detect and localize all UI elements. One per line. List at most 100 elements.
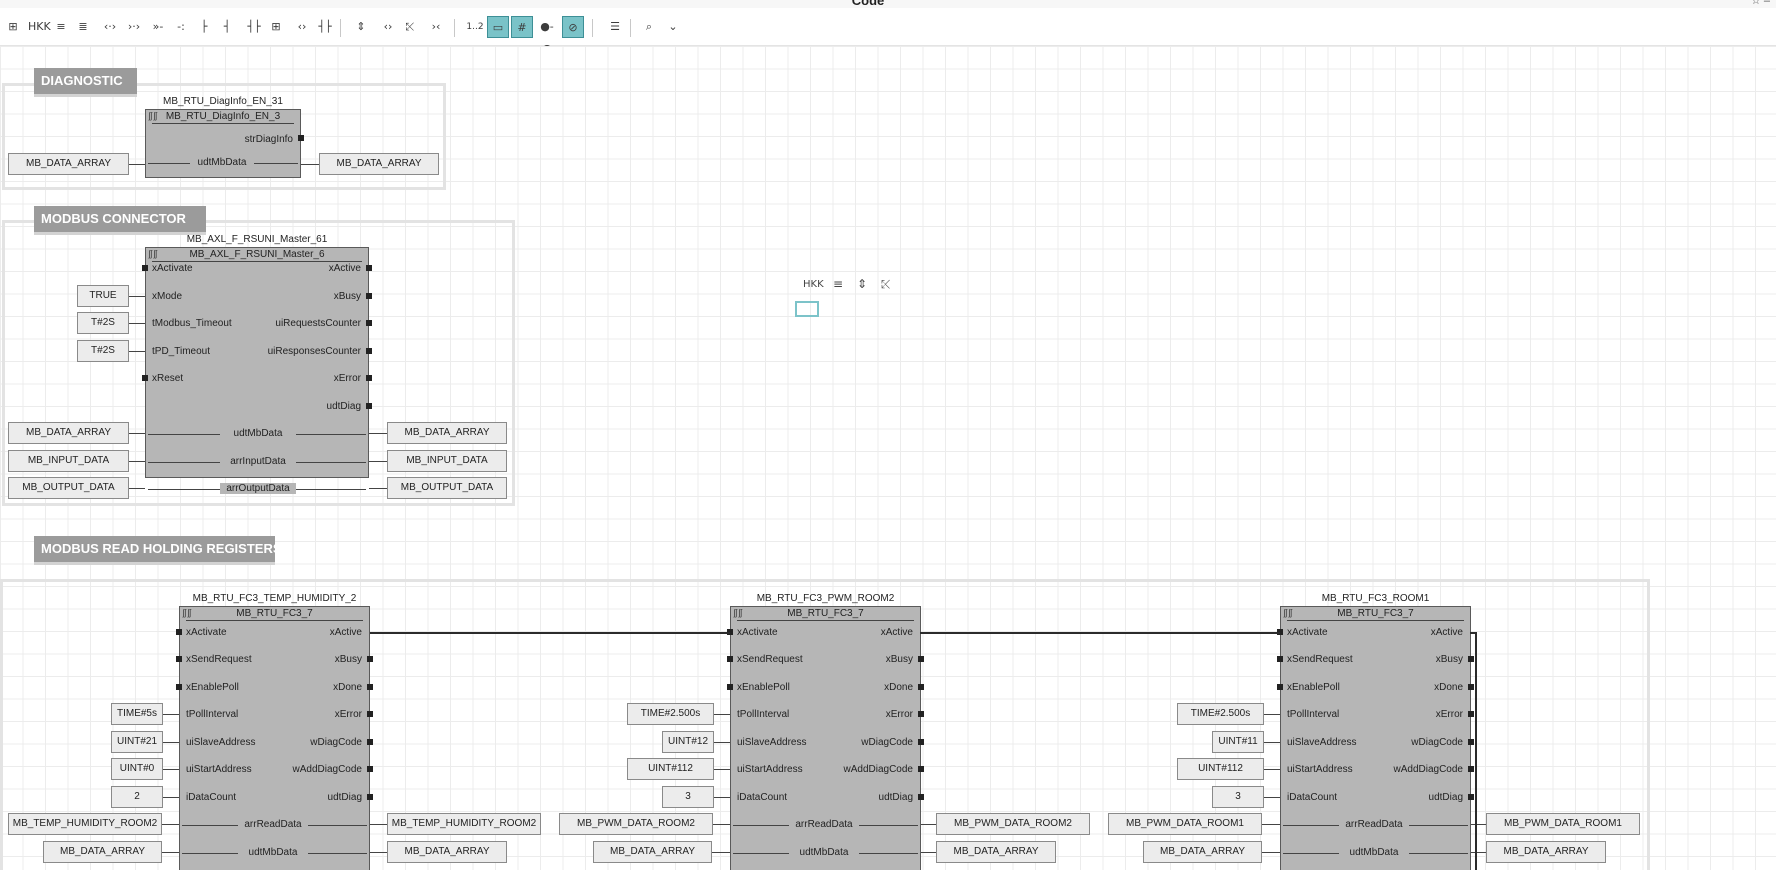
collapse-vertical-icon[interactable]: ⤪ — [405, 20, 415, 33]
variable-read_in[interactable]: MB_PWM_DATA_ROOM2 — [559, 813, 713, 835]
output-pin[interactable] — [918, 739, 924, 745]
group-read-holding-registers[interactable] — [0, 579, 1650, 870]
group-diagnostic[interactable] — [2, 83, 446, 190]
chain-icon[interactable]: »- — [152, 20, 164, 33]
right-connect-icon[interactable]: ›·› — [127, 20, 141, 33]
variable-mb_in[interactable]: MB_DATA_ARRAY — [1143, 841, 1262, 863]
function-block-diaginfo[interactable]: ∬∬ MB_RTU_DiagInfo_EN_3 strDiagInfo udtM… — [145, 109, 301, 178]
disabled-pins-icon[interactable]: ┤├ — [318, 20, 332, 33]
properties-icon[interactable]: ☰ — [610, 20, 620, 33]
output-pin[interactable] — [918, 794, 924, 800]
variable-slave[interactable]: UINT#11 — [1212, 731, 1264, 753]
variable-mb_in[interactable]: MB_DATA_ARRAY — [593, 841, 712, 863]
variable-read_in[interactable]: MB_TEMP_HUMIDITY_ROOM2 — [8, 813, 162, 835]
output-pin[interactable] — [918, 766, 924, 772]
fbd-canvas[interactable]: DIAGNOSTIC MB_RTU_DiagInfo_EN_31 ∬∬ MB_R… — [0, 46, 1776, 870]
pin-line-icon[interactable]: -: — [177, 20, 185, 33]
selection-rectangle[interactable] — [795, 301, 819, 317]
grid-toggle-icon[interactable]: # — [511, 16, 533, 38]
input-pin[interactable] — [727, 656, 733, 662]
variable-tModbus[interactable]: T#2S — [77, 312, 129, 334]
expand-vertical-icon[interactable]: ⇕ — [857, 277, 868, 291]
variable-input_out[interactable]: MB_INPUT_DATA — [387, 450, 507, 472]
variable-count[interactable]: 3 — [662, 786, 714, 808]
output-pin[interactable] — [367, 739, 373, 745]
snap-frame-icon[interactable]: ▭ — [487, 16, 509, 38]
output-pin[interactable] — [298, 135, 304, 141]
output-pin[interactable] — [918, 711, 924, 717]
input-pin[interactable] — [176, 656, 182, 662]
output-pin[interactable] — [366, 320, 372, 326]
variable-mb-data-array[interactable]: MB_DATA_ARRAY — [319, 153, 439, 175]
expand-horizontal-icon[interactable]: ‹› — [383, 20, 393, 33]
variable-poll[interactable]: TIME#5s — [111, 703, 163, 725]
insert-block-icon[interactable]: ⊞ — [8, 20, 18, 33]
variable-mb-data-array[interactable]: MB_DATA_ARRAY — [8, 153, 129, 175]
variable-read_in[interactable]: MB_PWM_DATA_ROOM1 — [1108, 813, 1262, 835]
output-pin-icon[interactable]: ┤ — [223, 20, 231, 33]
output-pin[interactable] — [367, 711, 373, 717]
variable-output_in[interactable]: MB_OUTPUT_DATA — [8, 477, 129, 499]
collapse-vertical-icon[interactable]: ⤪ — [881, 277, 891, 291]
brackets-icon[interactable]: ‹› — [297, 20, 307, 33]
expand-vertical-icon[interactable]: ⇕ — [356, 20, 366, 33]
variable-poll[interactable]: TIME#2.500s — [627, 703, 714, 725]
variable-count[interactable]: 3 — [1212, 786, 1264, 808]
variable-xMode[interactable]: TRUE — [77, 285, 129, 307]
variable-input_in[interactable]: MB_INPUT_DATA — [8, 450, 129, 472]
output-pin[interactable] — [366, 293, 372, 299]
variable-read_out[interactable]: MB_PWM_DATA_ROOM1 — [1486, 813, 1640, 835]
variable-mb_out[interactable]: MB_DATA_ARRAY — [387, 841, 507, 863]
group-modbus-connector[interactable] — [2, 220, 515, 506]
input-pin-icon[interactable]: ├ — [200, 20, 208, 33]
input-pin[interactable] — [1277, 629, 1283, 635]
input-pin[interactable] — [1277, 656, 1283, 662]
output-pin[interactable] — [1468, 794, 1474, 800]
input-pin[interactable] — [727, 629, 733, 635]
both-connect-icon[interactable]: ‹·› — [103, 20, 117, 33]
output-pin[interactable] — [366, 265, 372, 271]
output-pin[interactable] — [918, 656, 924, 662]
variable-poll[interactable]: TIME#2.500s — [1177, 703, 1264, 725]
search-dropdown-icon[interactable]: ⌄ — [668, 20, 678, 33]
input-pin[interactable] — [142, 375, 148, 381]
execution-order-button[interactable]: 1..2 — [466, 22, 484, 32]
output-pin[interactable] — [366, 375, 372, 381]
variable-read_out[interactable]: MB_PWM_DATA_ROOM2 — [936, 813, 1090, 835]
output-pin[interactable] — [367, 794, 373, 800]
window-controls[interactable]: ☆ – — [1750, 0, 1770, 7]
monitor-icon[interactable]: HKK — [28, 20, 51, 33]
output-pin[interactable] — [1468, 766, 1474, 772]
output-pin[interactable] — [1468, 739, 1474, 745]
collapse-horizontal-icon[interactable]: ›‹ — [431, 20, 441, 33]
variable-slave[interactable]: UINT#21 — [111, 731, 163, 753]
output-pin[interactable] — [918, 684, 924, 690]
output-pin[interactable] — [1468, 684, 1474, 690]
output-pin[interactable] — [367, 684, 373, 690]
align-icon[interactable]: ≡ — [56, 20, 66, 33]
comment-icon[interactable]: ≣ — [78, 20, 88, 33]
highlight-icon[interactable]: ⊘ — [562, 16, 584, 38]
connection-icon[interactable]: ●-● — [540, 20, 554, 55]
input-pin[interactable] — [1277, 684, 1283, 690]
variable-read_out[interactable]: MB_TEMP_HUMIDITY_ROOM2 — [387, 813, 541, 835]
variable-mb_in[interactable]: MB_DATA_ARRAY — [43, 841, 162, 863]
variable-mb_out[interactable]: MB_DATA_ARRAY — [387, 422, 507, 444]
variable-count[interactable]: 2 — [111, 786, 163, 808]
variable-start[interactable]: UINT#112 — [1177, 758, 1264, 780]
variable-output_out[interactable]: MB_OUTPUT_DATA — [387, 477, 507, 499]
input-pin[interactable] — [176, 684, 182, 690]
grid-block-icon[interactable]: ⊞ — [271, 20, 281, 33]
output-pin[interactable] — [1468, 711, 1474, 717]
variable-slave[interactable]: UINT#12 — [662, 731, 714, 753]
inout-pin-icon[interactable]: ┤├ — [247, 20, 261, 33]
search-icon[interactable]: ⌕ — [645, 20, 653, 33]
align-icon[interactable]: ≡ — [833, 277, 844, 291]
input-pin[interactable] — [176, 629, 182, 635]
variable-mb_in[interactable]: MB_DATA_ARRAY — [8, 422, 129, 444]
output-pin[interactable] — [1468, 656, 1474, 662]
output-pin[interactable] — [366, 403, 372, 409]
variable-start[interactable]: UINT#0 — [111, 758, 163, 780]
